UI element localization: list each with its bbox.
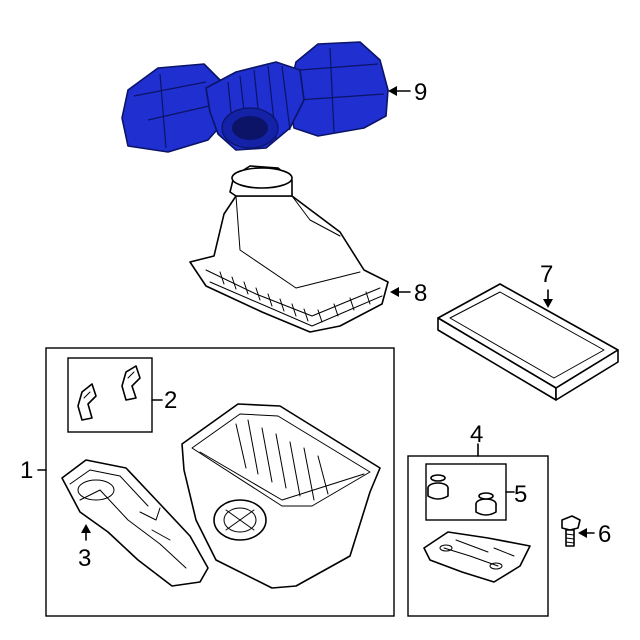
housing-lower-part[interactable] bbox=[181, 403, 381, 589]
housing-cover-part[interactable] bbox=[189, 165, 389, 333]
assembly-box bbox=[45, 347, 395, 617]
callout-1[interactable]: 1 bbox=[20, 457, 33, 484]
callout-7[interactable]: 7 bbox=[540, 261, 553, 288]
cover-ribs bbox=[219, 271, 371, 323]
callout-4[interactable]: 4 bbox=[470, 421, 483, 448]
bolt-part[interactable] bbox=[561, 515, 581, 547]
callout-8[interactable]: 8 bbox=[414, 280, 427, 307]
callout-6[interactable]: 6 bbox=[598, 521, 611, 548]
callout-3[interactable]: 3 bbox=[78, 545, 91, 572]
grommets-part[interactable] bbox=[427, 474, 497, 516]
callout-5[interactable]: 5 bbox=[514, 481, 527, 508]
callout-9[interactable]: 9 bbox=[414, 79, 427, 106]
housing-ribs bbox=[235, 419, 329, 501]
clips-box bbox=[67, 357, 153, 433]
bracket-part[interactable] bbox=[423, 531, 531, 583]
inlet-duct-part[interactable] bbox=[61, 459, 209, 587]
callout-2[interactable]: 2 bbox=[164, 387, 177, 414]
air-filter-part[interactable] bbox=[437, 283, 619, 401]
outlet-tube-part[interactable] bbox=[121, 41, 389, 153]
clips-part[interactable] bbox=[77, 365, 141, 421]
